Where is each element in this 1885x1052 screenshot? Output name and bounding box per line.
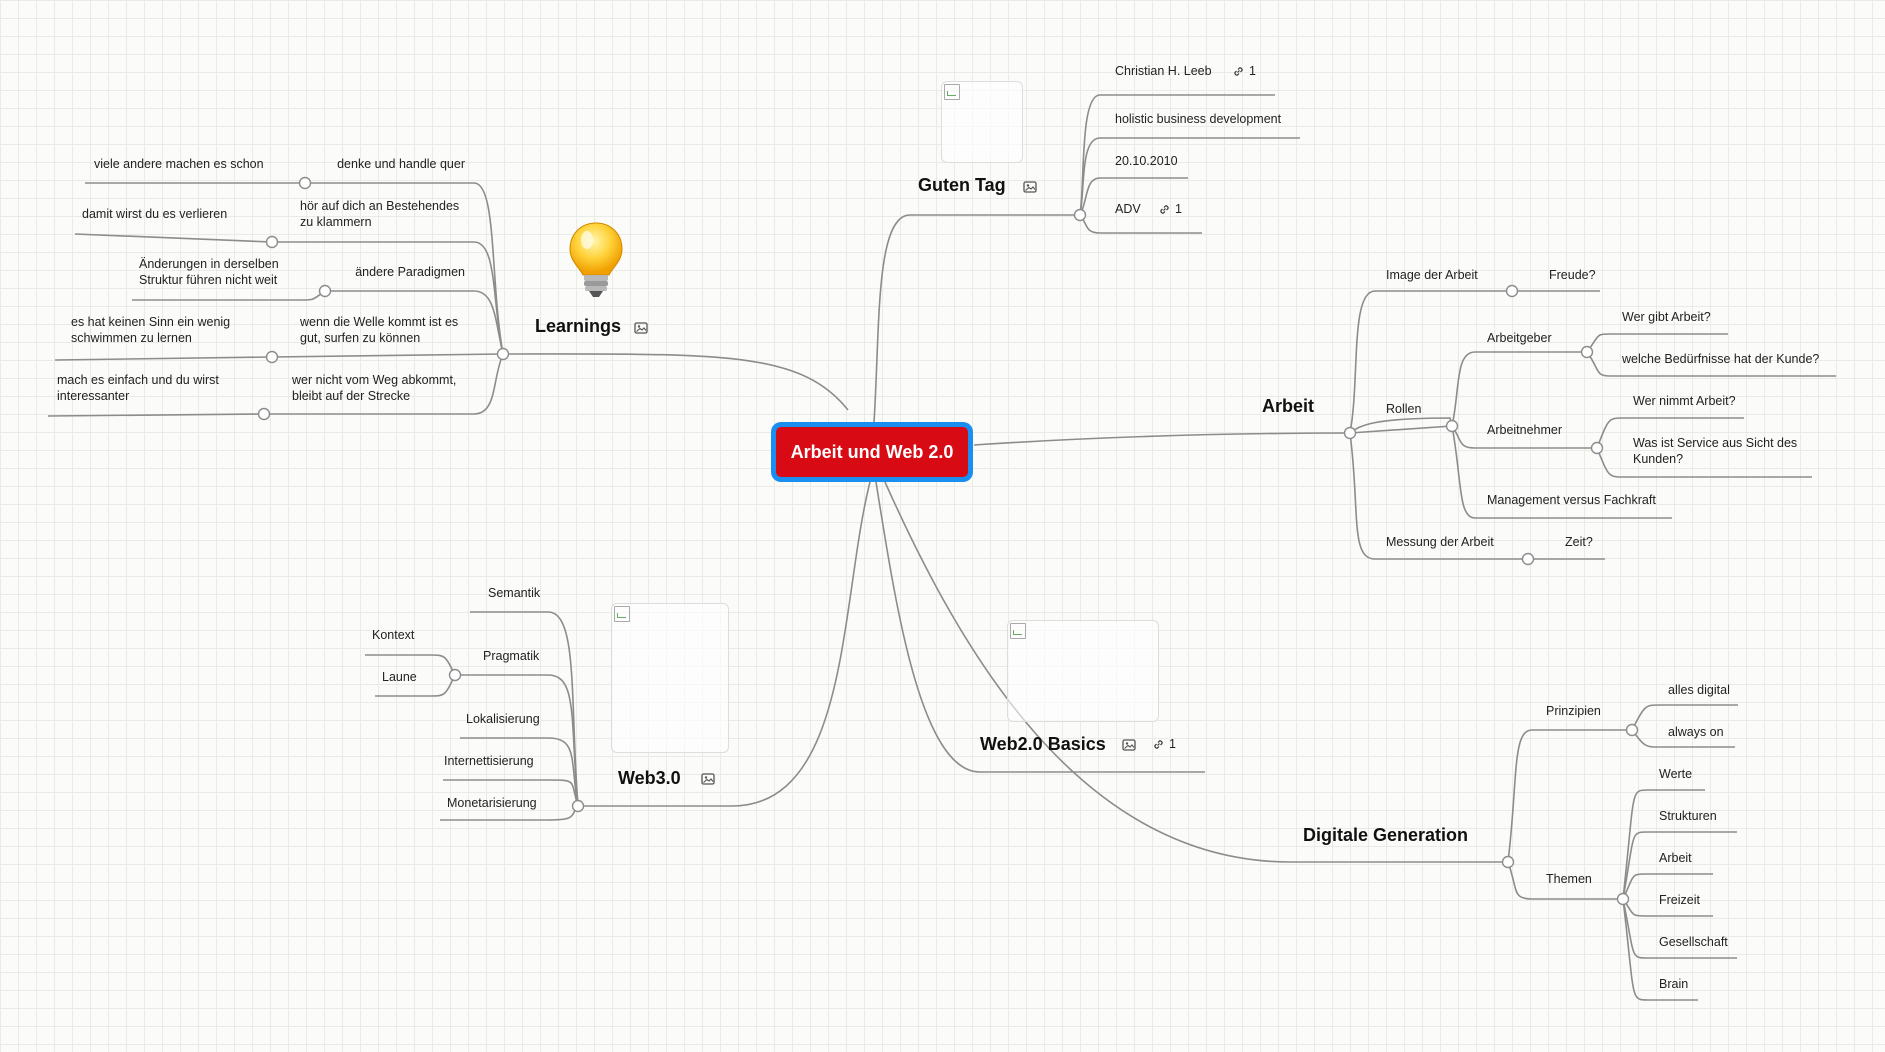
web3-pragmatik: Pragmatik (483, 649, 540, 663)
web3-laune: Laune (382, 670, 417, 684)
learning-4-child-b: schwimmen zu lernen (71, 331, 192, 345)
themen-freizeit: Freizeit (1659, 893, 1700, 907)
learning-2b: zu klammern (300, 215, 372, 229)
org-link-count-value: 1 (1175, 202, 1182, 216)
lightbulb-icon (569, 222, 623, 297)
web2-image[interactable] (1007, 620, 1159, 722)
image-icon[interactable] (701, 773, 715, 785)
arbeitnehmer-child-1: Wer nimmt Arbeit? (1633, 394, 1736, 408)
web3-semantik: Semantik (488, 586, 541, 600)
arbeit-image-freude: Freude? (1549, 268, 1596, 282)
rollen-arbeitnehmer: Arbeitnehmer (1487, 423, 1563, 437)
learning-3-child-b: Struktur führen nicht weit (139, 273, 278, 287)
themen-strukturen: Strukturen (1659, 809, 1717, 823)
broken-image-icon (1010, 623, 1026, 639)
guten-tag-org: ADV (1115, 202, 1141, 216)
image-icon[interactable] (634, 322, 648, 334)
learning-2-child: damit wirst du es verlieren (82, 207, 228, 221)
arbeitgeber-child-2: welche Bedürfnisse hat der Kunde? (1622, 352, 1820, 366)
learning-1: denke und handle quer (337, 157, 465, 171)
web3-image[interactable] (611, 603, 729, 753)
arbeitnehmer-child-2a: Was ist Service aus Sicht des (1633, 436, 1798, 450)
topic-digitale-generation[interactable]: Digitale Generation (1303, 825, 1469, 845)
image-icon[interactable] (1122, 739, 1136, 751)
digitale-themen: Themen (1546, 872, 1592, 886)
web3-internettisierung: Internettisierung (444, 754, 534, 768)
rollen-arbeitgeber: Arbeitgeber (1487, 331, 1552, 345)
web2-link-count-value: 1 (1169, 737, 1176, 751)
guten-tag-date: 20.10.2010 (1115, 154, 1178, 168)
link-icon (1154, 739, 1163, 749)
arbeitgeber-child-1: Wer gibt Arbeit? (1622, 310, 1711, 324)
image-icon[interactable] (1023, 181, 1037, 193)
learning-5-child-b: interessanter (57, 389, 130, 403)
author-link-count-value: 1 (1249, 64, 1256, 78)
central-topic[interactable]: Arbeit und Web 2.0 (771, 422, 973, 482)
learning-4a: wenn die Welle kommt ist es (300, 315, 459, 329)
learning-5b: bleibt auf der Strecke (292, 389, 411, 403)
themen-gesellschaft: Gesellschaft (1659, 935, 1728, 949)
learning-5-child-a: mach es einfach und du wirst (57, 373, 219, 387)
broken-image-icon (614, 606, 630, 622)
themen-brain: Brain (1659, 977, 1689, 991)
arbeit-image: Image der Arbeit (1386, 268, 1478, 282)
learning-3: ändere Paradigmen (355, 265, 465, 279)
web3-kontext: Kontext (372, 628, 415, 642)
prinzipien-child-2: always on (1668, 725, 1724, 739)
web3-lokalisierung: Lokalisierung (466, 712, 540, 726)
learning-5a: wer nicht vom Weg abkommt, (292, 373, 457, 387)
guten-tag-author: Christian H. Leeb (1115, 64, 1212, 78)
learning-4b: gut, surfen zu können (300, 331, 421, 345)
org-link-count[interactable]: 1 (1158, 202, 1182, 216)
learning-2a: hör auf dich an Bestehendes (300, 199, 460, 213)
guten-tag-image[interactable] (941, 81, 1023, 163)
arbeitnehmer-child-2b: Kunden? (1633, 452, 1684, 466)
guten-tag-subtitle: holistic business development (1115, 112, 1282, 126)
author-link-count[interactable]: 1 (1232, 64, 1256, 78)
learning-3-child-a: Änderungen in derselben (139, 257, 279, 271)
web2-link-count[interactable]: 1 (1152, 737, 1176, 751)
topic-learnings[interactable]: Learnings (535, 316, 622, 336)
digitale-prinzipien: Prinzipien (1546, 704, 1601, 718)
topic-guten-tag[interactable]: Guten Tag (918, 175, 1006, 195)
link-icon (1234, 66, 1243, 76)
link-icon (1160, 204, 1169, 214)
prinzipien-child-1: alles digital (1668, 683, 1730, 697)
topic-web3[interactable]: Web3.0 (618, 768, 681, 788)
themen-arbeit: Arbeit (1659, 851, 1692, 865)
broken-image-icon (944, 84, 960, 100)
topic-arbeit[interactable]: Arbeit (1262, 396, 1315, 416)
arbeit-messung: Messung der Arbeit (1386, 535, 1494, 549)
topic-web2-basics[interactable]: Web2.0 Basics (980, 734, 1106, 754)
messung-zeit: Zeit? (1565, 535, 1593, 549)
central-topic-label: Arbeit und Web 2.0 (776, 427, 968, 477)
rollen-management: Management versus Fachkraft (1487, 493, 1656, 507)
arbeit-rollen: Rollen (1386, 402, 1422, 416)
web3-monetarisierung: Monetarisierung (447, 796, 537, 810)
learning-1-child: viele andere machen es schon (94, 157, 264, 171)
learning-4-child-a: es hat keinen Sinn ein wenig (71, 315, 231, 329)
themen-werte: Werte (1659, 767, 1693, 781)
